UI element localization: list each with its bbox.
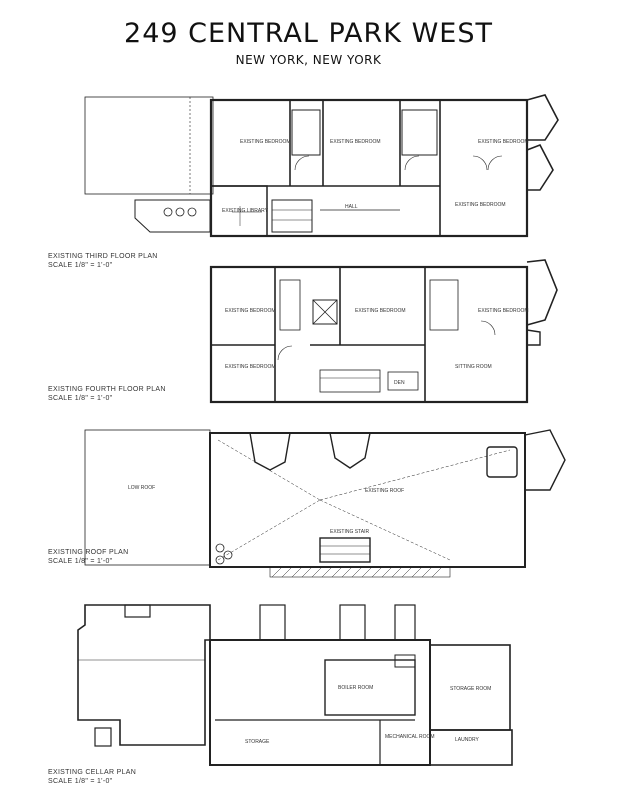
room-label: EXISTING BEDROOM [455,202,506,208]
roof-walls [209,432,526,568]
third-floor-plan: EXISTING BEDROOM EXISTING BEDROOM EXISTI… [84,94,559,238]
plan-caption-roof: EXISTING ROOF PLAN SCALE 1/8" = 1'-0" [48,548,128,566]
room-label: DEN [394,380,405,386]
plan-caption-cellar: EXISTING CELLAR PLAN SCALE 1/8" = 1'-0" [48,768,136,786]
roof-plan: LOW ROOF EXISTING ROOF EXISTING STAIR [84,429,566,578]
room-label: EXISTING BEDROOM [478,308,529,314]
cellar-rear-walls [77,604,211,746]
room-label: SITTING ROOM [455,364,492,370]
plan-scale: SCALE 1/8" = 1'-0" [48,778,113,785]
room-label: EXISTING BEDROOM [225,308,276,314]
room-label: HALL [345,204,358,210]
plan-caption-third-floor: EXISTING THIRD FLOOR PLAN SCALE 1/8" = 1… [48,252,158,270]
room-label: EXISTING ROOF [365,488,404,494]
room-label: EXISTING BEDROOM [330,139,381,145]
plan-scale: SCALE 1/8" = 1'-0" [48,395,113,402]
room-label: LAUNDRY [455,737,479,743]
plan-title: EXISTING THIRD FLOOR PLAN [48,253,158,260]
page-title: 249 CENTRAL PARK WEST [124,18,493,49]
cellar-plan: BOILER ROOM STORAGE ROOM STORAGE MECHANI… [77,604,513,766]
room-label: MECHANICAL ROOM [385,734,435,740]
plan-scale: SCALE 1/8" = 1'-0" [48,558,113,565]
page-subtitle: NEW YORK, NEW YORK [235,53,382,67]
room-label: EXISTING BEDROOM [478,139,529,145]
room-label: LOW ROOF [128,485,155,491]
plan-title: EXISTING ROOF PLAN [48,549,129,556]
room-label: STORAGE [245,739,270,745]
room-label: EXISTING BEDROOM [225,364,276,370]
fourth-floor-plan: EXISTING BEDROOM EXISTING BEDROOM EXISTI… [209,259,558,404]
room-label: EXISTING BEDROOM [240,139,291,145]
low-roof-outline [84,429,211,566]
room-label: EXISTING LIBRARY [222,208,269,214]
third-floor-walls [209,98,529,238]
room-label: EXISTING BEDROOM [355,308,406,314]
plan-scale: SCALE 1/8" = 1'-0" [48,262,113,269]
rear-yard-outline [84,96,214,195]
room-label: EXISTING STAIR [330,529,369,535]
plan-title: EXISTING CELLAR PLAN [48,769,137,776]
room-label: BOILER ROOM [338,685,373,691]
room-label: STORAGE ROOM [450,686,491,692]
plan-title: EXISTING FOURTH FLOOR PLAN [48,386,166,393]
fourth-floor-walls [209,265,529,404]
plan-caption-fourth-floor: EXISTING FOURTH FLOOR PLAN SCALE 1/8" = … [48,385,166,403]
